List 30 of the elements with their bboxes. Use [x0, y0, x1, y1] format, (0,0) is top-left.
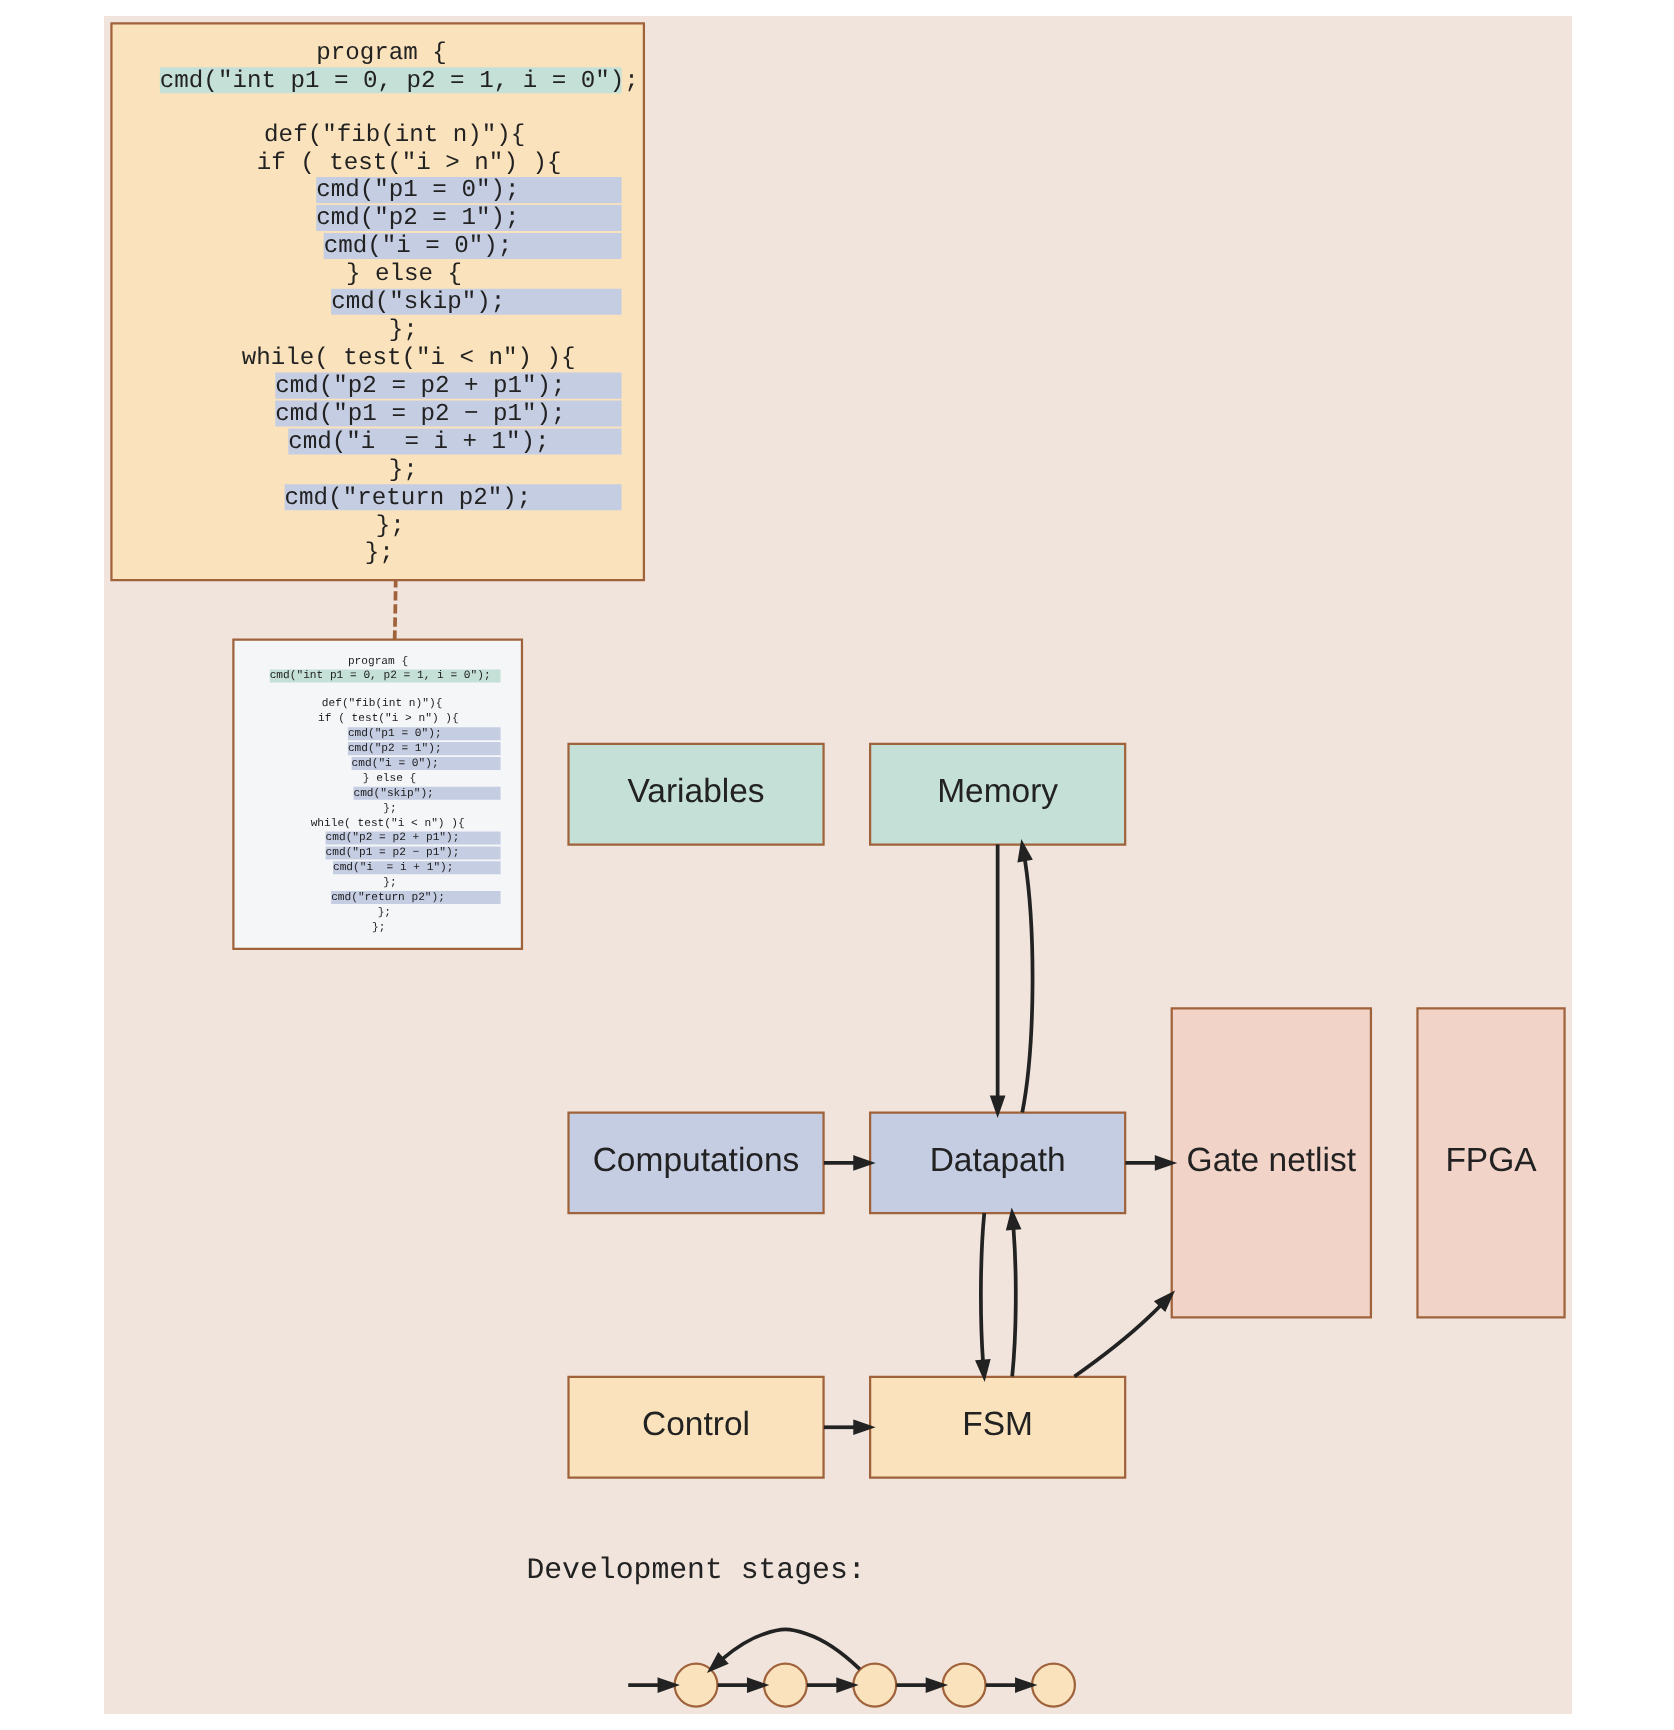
arrow [1124, 1155, 1177, 1171]
arrow [988, 844, 1005, 1118]
arrow [1016, 839, 1034, 1113]
node-box: program { cmd("int p1 = 0, p2 = 1, i = 0"); def("fib(int n)"){ if ( test("i > n") ){ cmd("p1 = 0"); cmd("p2 = 1"); cmd("i = 0"); } else { cmd("skip"); }; while( test("i < n") ){ cmd("p2 = p2 + p1"); cmd("p1 = p2 − p1"); cmd("i = i + 1"); }; cmd("return p2"); }; }; [109, 22, 645, 582]
node-box: Datapath [868, 1111, 1126, 1215]
arrow [1004, 1207, 1021, 1377]
arrow [974, 1213, 990, 1382]
node-box: Control [566, 1375, 824, 1479]
node-box: Variables [566, 742, 824, 846]
arrow [1072, 1290, 1175, 1378]
node-circle [761, 1662, 807, 1708]
label: Development stages: [525, 1555, 865, 1588]
node-circle [1029, 1662, 1076, 1708]
arrow [627, 1677, 679, 1693]
node-circle [851, 1662, 897, 1708]
node-circle [940, 1662, 986, 1708]
node-box: FPGA [1415, 1007, 1565, 1319]
arrow [716, 1677, 769, 1693]
node-box: Computations [566, 1111, 824, 1215]
node-box: Gate netlist [1169, 1007, 1372, 1319]
node-box: FSM [868, 1375, 1126, 1479]
connector [391, 580, 397, 640]
node-box: Memory [868, 742, 1126, 846]
arrow [895, 1677, 948, 1693]
arrow [705, 1627, 861, 1673]
node-circle [672, 1662, 718, 1708]
arrow [984, 1677, 1037, 1693]
arrow [822, 1155, 875, 1171]
arrow [806, 1677, 858, 1693]
arrow [822, 1419, 875, 1436]
